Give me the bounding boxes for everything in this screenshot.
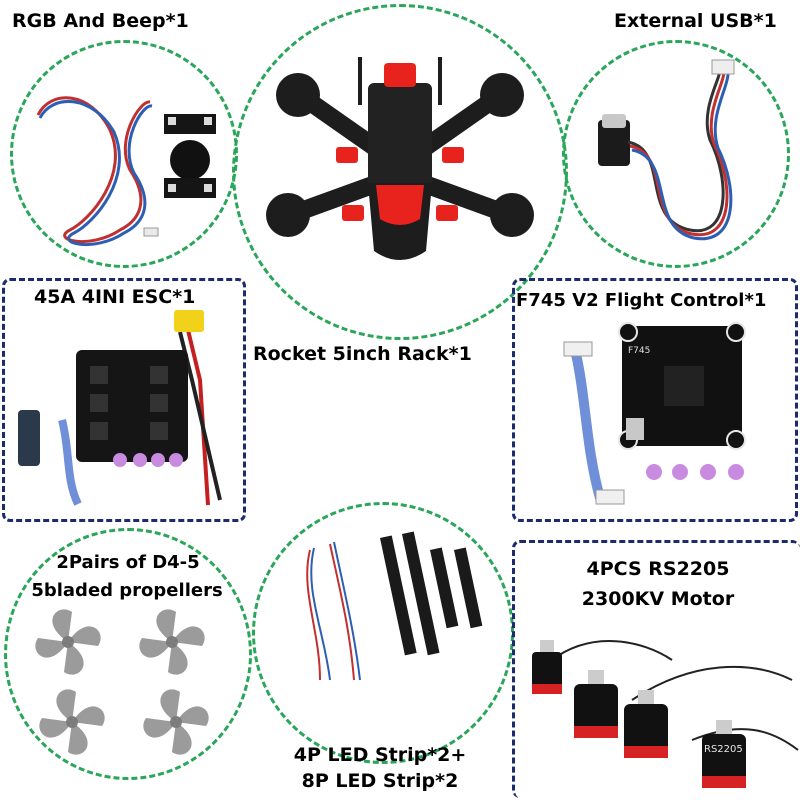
led-label-2: 8P LED Strip*2	[301, 770, 459, 792]
led-strips-image	[306, 531, 483, 681]
frame-image	[266, 57, 534, 260]
fc-box	[512, 278, 798, 522]
esc-label: 45A 4INI ESC*1	[34, 286, 196, 308]
propellers-image	[35, 609, 209, 755]
usb-circle	[562, 40, 790, 268]
props-label-1: 2Pairs of D4-5	[56, 552, 200, 573]
motor-label-2: 2300KV Motor	[581, 588, 735, 610]
flight-controller-image	[563, 322, 746, 505]
buzzer-image	[164, 114, 216, 198]
motor-marking: RS2205	[704, 744, 743, 755]
props-label-2: 5bladed propellers	[31, 580, 223, 601]
fc-board-marking: F745	[628, 346, 651, 356]
motor-label-1: 4PCS RS2205	[586, 558, 730, 580]
frame-label: Rocket 5inch Rack*1	[253, 343, 472, 365]
esc-image	[18, 310, 222, 506]
led-label-1: 4P LED Strip*2+	[293, 744, 467, 766]
usb-board-image	[598, 59, 735, 241]
rgb-cable-image	[36, 96, 159, 247]
flight-control-label: F745 V2 Flight Control*1	[516, 290, 767, 311]
external-usb-label: External USB*1	[614, 10, 777, 32]
motor-box	[512, 540, 800, 798]
rgb-beep-label: RGB And Beep*1	[12, 10, 189, 32]
motors-image	[532, 640, 799, 788]
esc-box	[2, 278, 246, 522]
props-circle	[4, 528, 252, 780]
